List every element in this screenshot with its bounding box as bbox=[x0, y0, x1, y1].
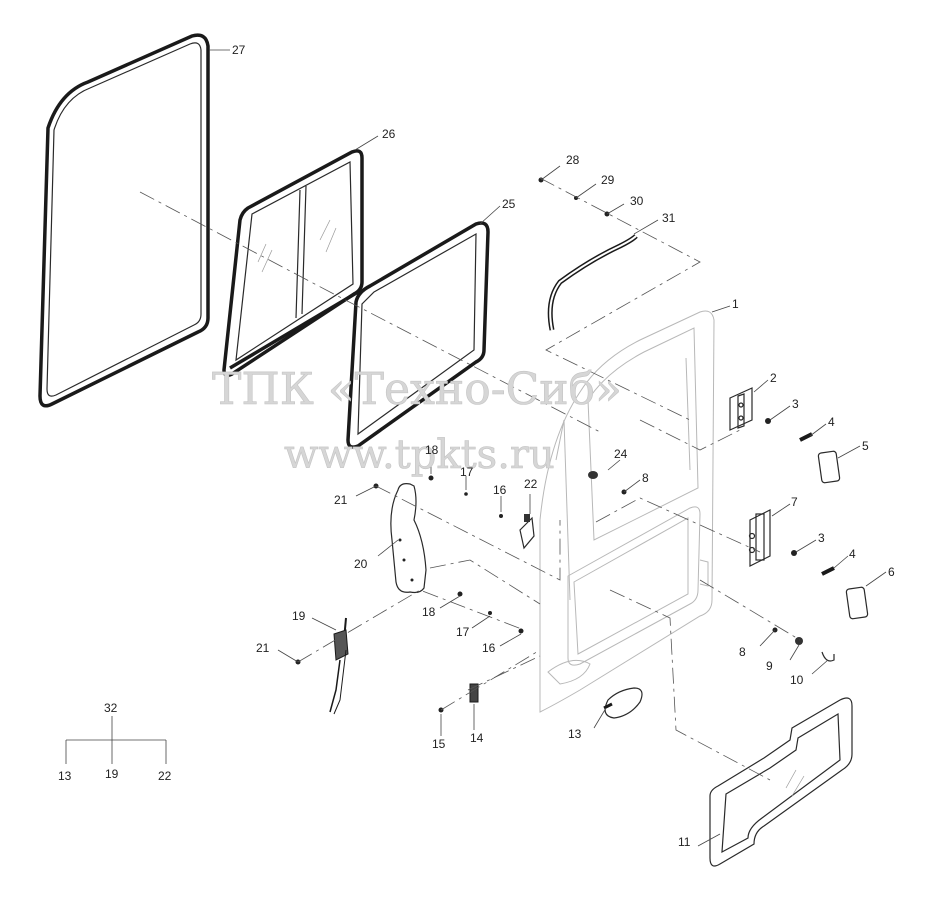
label-17-lower: 17 bbox=[456, 625, 470, 639]
part-25-fixed-glass bbox=[346, 221, 490, 449]
part-4-bolt-upper bbox=[799, 432, 813, 442]
part-31-hose bbox=[547, 234, 638, 331]
part-26-sliding-window bbox=[222, 149, 364, 378]
part-14-striker bbox=[469, 683, 479, 703]
label-16-upper: 16 bbox=[493, 483, 507, 497]
label-20: 20 bbox=[354, 557, 368, 571]
label-7: 7 bbox=[791, 495, 798, 509]
label-29: 29 bbox=[601, 173, 615, 187]
watermark-line-2: www.tpkts.ru bbox=[284, 432, 555, 478]
part-10-pin bbox=[821, 651, 835, 662]
label-8-upper: 8 bbox=[642, 471, 649, 485]
part-9-nut bbox=[795, 637, 803, 645]
label-28: 28 bbox=[566, 153, 580, 167]
assembly-legend-tree: 32 13 19 22 bbox=[58, 701, 172, 783]
label-26: 26 bbox=[382, 127, 396, 141]
label-31: 31 bbox=[662, 211, 676, 225]
part-13-handle bbox=[603, 687, 643, 719]
part-5-cap bbox=[817, 450, 841, 484]
part-20-latch-bracket bbox=[390, 483, 427, 594]
label-19: 19 bbox=[292, 609, 306, 623]
part-19-lock-rod bbox=[329, 617, 349, 715]
label-8-lower: 8 bbox=[739, 645, 746, 659]
label-25: 25 bbox=[502, 197, 516, 211]
label-6: 6 bbox=[888, 565, 895, 579]
label-14: 14 bbox=[470, 731, 484, 745]
leader-lines bbox=[209, 49, 887, 847]
label-17-upper: 17 bbox=[460, 465, 474, 479]
watermark-line-1: ТПК «Техно-Сиб» bbox=[212, 364, 622, 415]
legend-child-22: 22 bbox=[158, 769, 172, 783]
label-10: 10 bbox=[790, 673, 804, 687]
label-4-lower: 4 bbox=[849, 547, 856, 561]
part-24-grommet bbox=[588, 471, 598, 479]
label-30: 30 bbox=[630, 194, 644, 208]
part-2-upper-hinge bbox=[729, 387, 753, 431]
part-6-cap bbox=[845, 586, 869, 620]
label-11: 11 bbox=[678, 835, 691, 849]
label-18-lower: 18 bbox=[422, 605, 436, 619]
label-15: 15 bbox=[432, 737, 446, 751]
label-18-upper: 18 bbox=[425, 443, 439, 457]
part-1-door-frame bbox=[539, 310, 715, 713]
label-21-upper: 21 bbox=[334, 493, 348, 507]
legend-child-13: 13 bbox=[58, 769, 72, 783]
label-4-upper: 4 bbox=[828, 415, 835, 429]
part-7-lower-hinge bbox=[748, 509, 771, 567]
part-4-bolt-lower bbox=[821, 566, 835, 576]
label-13: 13 bbox=[568, 727, 582, 741]
legend-parent: 32 bbox=[104, 701, 118, 715]
label-24: 24 bbox=[614, 447, 628, 461]
label-22: 22 bbox=[524, 477, 538, 491]
watermark: ТПК «Техно-Сиб» www.tpkts.ru bbox=[212, 364, 623, 479]
label-21-lower: 21 bbox=[256, 641, 270, 655]
legend-child-19: 19 bbox=[105, 767, 119, 781]
label-9: 9 bbox=[766, 659, 773, 673]
label-1: 1 bbox=[732, 297, 739, 311]
label-3-upper: 3 bbox=[792, 397, 799, 411]
part-22-lock bbox=[519, 514, 535, 550]
label-5: 5 bbox=[862, 439, 869, 453]
label-2: 2 bbox=[770, 371, 777, 385]
label-27: 27 bbox=[232, 43, 246, 57]
label-16-lower: 16 bbox=[482, 641, 496, 655]
part-27-window-seal bbox=[38, 33, 210, 408]
part-labels: 27 26 25 28 29 30 31 1 2 3 4 5 24 8 7 3 … bbox=[232, 43, 895, 849]
label-3-lower: 3 bbox=[818, 531, 825, 545]
part-11-lower-window bbox=[709, 697, 853, 867]
